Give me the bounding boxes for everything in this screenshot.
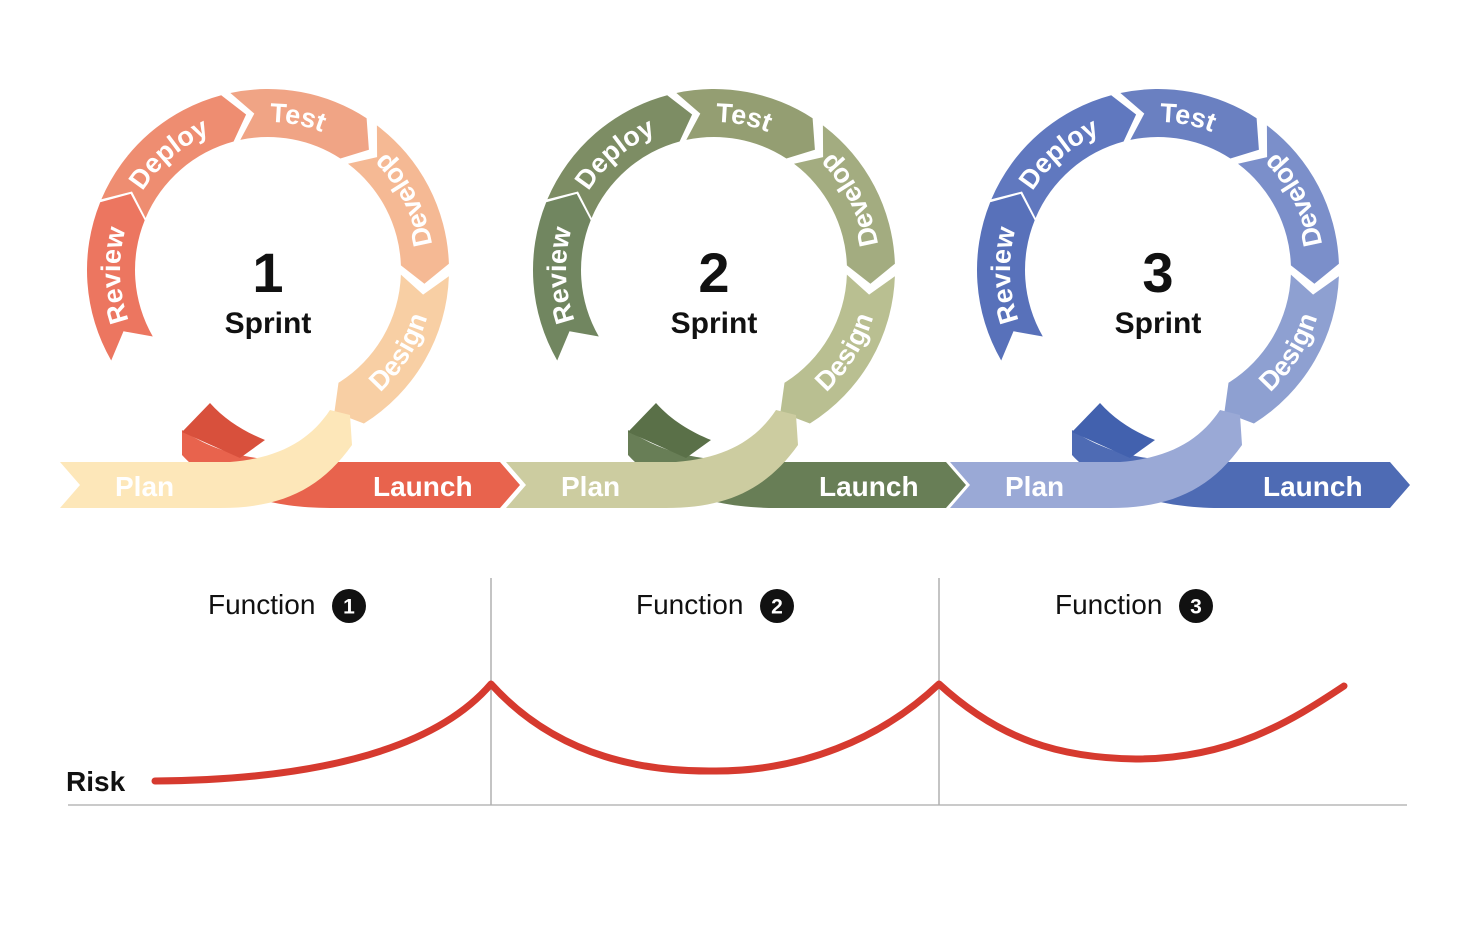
function-label: Function [636,589,743,620]
risk-label: Risk [66,766,126,797]
function-header-1: Function 1 [208,589,366,623]
design-segment [1224,274,1339,424]
review-to-launch-wedge [1072,403,1155,458]
function-number: 2 [771,596,783,619]
number-badge-icon [332,589,366,623]
review-segment [532,193,599,361]
sprint-number: 3 [1142,241,1173,304]
review-segment [86,193,153,361]
develop-segment [1238,125,1339,284]
sprint-word: Sprint [671,307,758,340]
function-label: Function [1055,589,1162,620]
design-segment [780,274,895,424]
launch-label: Launch [373,471,473,502]
plan-label: Plan [1005,471,1064,502]
deploy-segment [101,95,247,218]
test-segment [230,89,369,159]
test-segment [676,89,815,159]
risk-panel: Function 1 Function 2 Function 3 Risk [66,578,1407,806]
sprint-word: Sprint [225,307,312,340]
function-header-3: Function 3 [1055,589,1213,623]
plan-label: Plan [115,471,174,502]
deploy-segment [547,95,693,218]
plan-arrow [506,410,798,508]
function-number: 3 [1190,596,1202,619]
deploy-segment [991,95,1137,218]
function-number: 1 [343,596,355,619]
function-label: Function [208,589,315,620]
number-badge-icon [760,589,794,623]
sprint-number: 2 [698,241,729,304]
launch-label: Launch [1263,471,1363,502]
review-to-launch-wedge [182,403,265,458]
design-segment [334,274,449,424]
review-to-launch-wedge [628,403,711,458]
sprint-word: Sprint [1115,307,1202,340]
launch-label: Launch [819,471,919,502]
review-segment [976,193,1043,361]
sprint-number: 1 [252,241,283,304]
develop-segment [348,125,449,284]
test-segment [1120,89,1259,159]
develop-segment [794,125,895,284]
plan-arrow [60,410,352,508]
function-header-2: Function 2 [636,589,794,623]
plan-label: Plan [561,471,620,502]
risk-curve [151,680,1348,785]
plan-arrow [950,410,1242,508]
number-badge-icon [1179,589,1213,623]
